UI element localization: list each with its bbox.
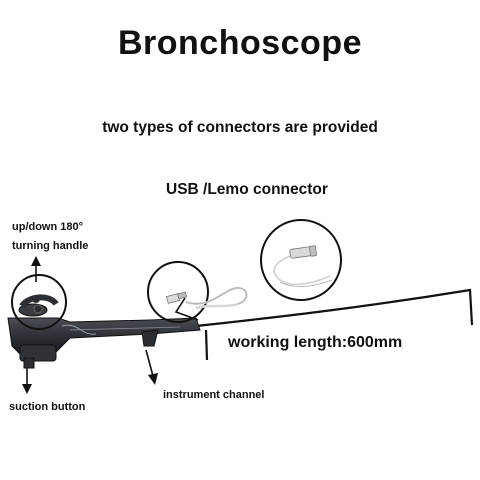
- turning-handle-label-line1: up/down 180°: [12, 221, 84, 233]
- turning-handle-label-line2: turning handle: [12, 240, 89, 252]
- usb-magnifier: [147, 261, 209, 323]
- connector-label: USB /Lemo connector: [166, 181, 328, 198]
- suction-button-label: suction button: [9, 401, 86, 413]
- cable-drop: [204, 329, 209, 361]
- channel-arrow: [145, 349, 158, 385]
- lemo-cable: [273, 255, 331, 286]
- suction-arrow: [22, 368, 32, 394]
- scope-body: [7, 303, 201, 369]
- handle-magnifier: [11, 274, 67, 330]
- lemo-plug-icon: [289, 245, 317, 259]
- insertion-cable: [195, 288, 474, 328]
- instrument-channel-port: [141, 329, 159, 347]
- page-title: Bronchoscope: [117, 24, 363, 62]
- lemo-magnifier: [260, 219, 342, 301]
- instrument-channel-label: instrument channel: [163, 389, 265, 401]
- suction-housing: [19, 344, 57, 362]
- handle-arrow: [31, 256, 41, 282]
- subtitle: two types of connectors are provided: [102, 119, 378, 136]
- turning-handle-callout: up/down 180° turning handle: [12, 218, 88, 256]
- working-length-label: working length:600mm: [228, 334, 403, 351]
- usb-plug-icon: [165, 291, 188, 304]
